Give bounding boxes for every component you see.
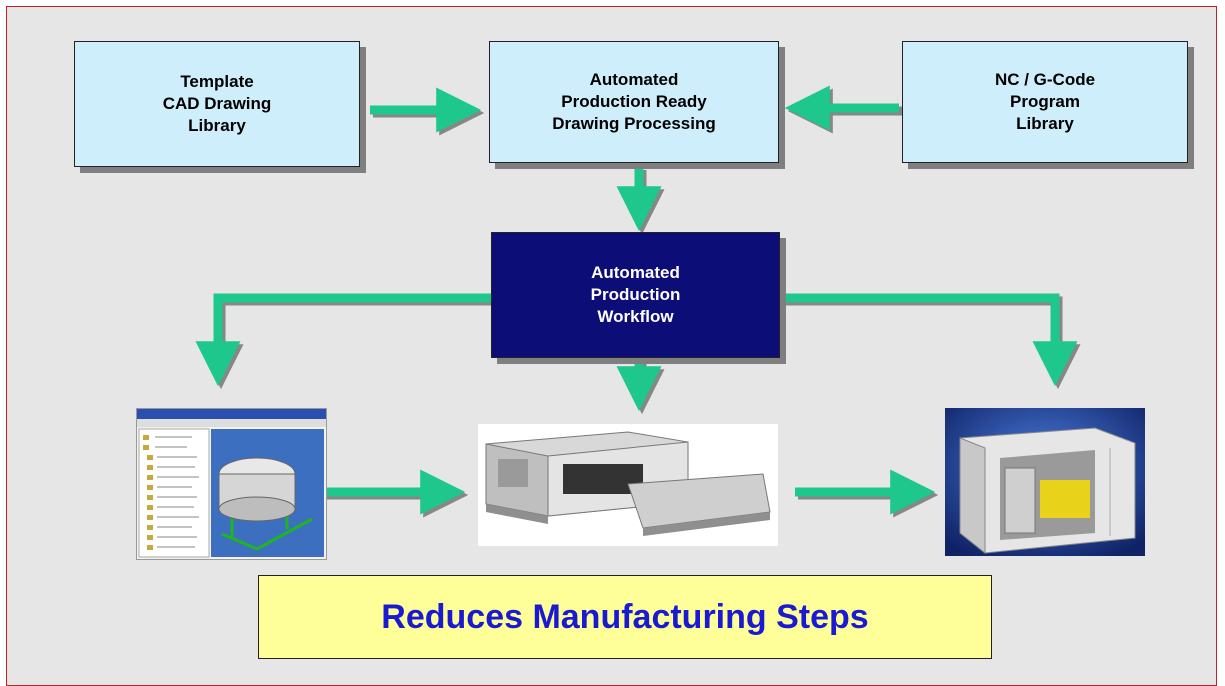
laser-cutting-machine-image — [478, 424, 778, 546]
automated-workflow-box: Automated Production Workflow — [491, 232, 780, 358]
arrow-workflow-to-cad — [195, 293, 491, 387]
cad-model-illustration — [137, 409, 326, 558]
template-cad-library-box: Template CAD Drawing Library — [74, 41, 360, 167]
machine-illustration — [945, 408, 1145, 556]
laser-machine-illustration — [485, 431, 771, 536]
manufacturing-machine-image — [945, 408, 1145, 556]
arrow-workflow-to-machine — [780, 293, 1078, 387]
nc-gcode-library-box: NC / G-Code Program Library — [902, 41, 1188, 163]
automated-processing-box: Automated Production Ready Drawing Proce… — [489, 41, 779, 163]
cad-software-image — [136, 408, 327, 560]
reduces-steps-banner: Reduces Manufacturing Steps — [258, 575, 992, 659]
